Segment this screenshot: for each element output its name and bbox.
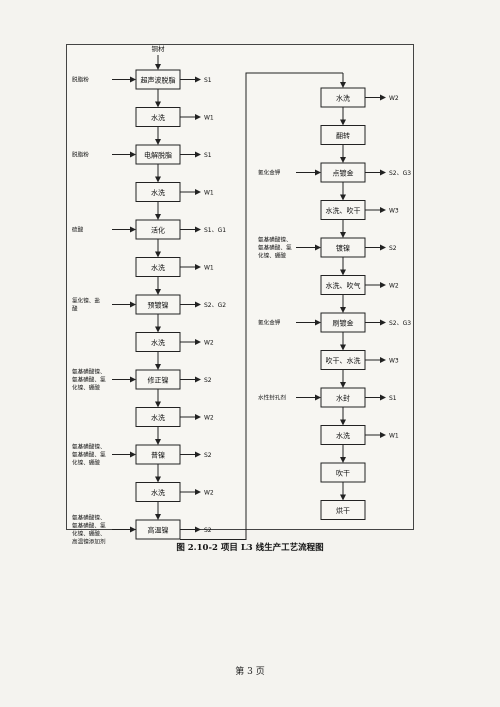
process-step-label: 吹干、水洗 [326,356,361,365]
input-material-label: 脱脂粉 [72,76,89,84]
input-material-label: 氨基磺酸镍、 [258,236,292,244]
process-step-label: 水洗 [336,431,350,440]
output-emission-label: W2 [204,340,214,347]
output-emission-label: W2 [204,415,214,422]
output-emission-label: W1 [204,115,214,122]
process-step-label: 点镀金 [333,169,354,178]
output-emission-label: S2 [204,452,212,459]
process-step-label: 水洗 [336,94,350,103]
input-material-label: 化镍、硼酸、 [72,530,106,538]
page-number: 第 3 页 [235,667,265,677]
input-material-label: 化镍、硼酸 [258,252,286,260]
process-step-label: 镀镍 [336,244,350,253]
input-material-label: 氨基磺酸、氯 [258,244,292,252]
process-step-label: 普镍 [151,451,165,460]
output-emission-label: S1 [389,395,397,402]
input-material-label: 高温镍添加剂 [72,538,106,546]
process-step-label: 预镀镍 [148,301,169,310]
process-step-label: 水洗、吹气 [326,281,361,290]
column-connector-line [200,72,343,540]
process-step-label: 活化 [151,226,165,235]
output-emission-label: W1 [204,265,214,272]
process-step-label: 烘干 [336,506,350,515]
process-step-label: 水洗、吹干 [326,206,361,215]
output-emission-label: S2、G3 [389,170,411,177]
input-material-label: 氰化金钾 [258,169,281,177]
input-material-label: 氨基磺酸镍、 [72,443,106,451]
process-step-box [320,500,366,520]
output-emission-label: W2 [204,490,214,497]
process-step-label: 修正镍 [148,376,169,385]
output-emission-label: W3 [389,358,399,365]
input-material-label: 酸 [72,305,78,313]
process-step-label: 水封 [336,394,350,403]
input-material-label: 化镍、硼酸 [72,459,100,467]
process-step-label: 水洗 [151,488,165,497]
process-step-label: 水洗 [151,263,165,272]
output-emission-label: W3 [389,208,399,215]
process-step-label: 电解脱脂 [144,151,172,160]
process-step-label: 超声波脱脂 [141,76,176,85]
output-emission-label: S2、G3 [389,320,411,327]
process-step-label: 吹干 [336,469,350,478]
process-step-label: 高温镍 [148,526,169,535]
output-emission-label: S1 [204,77,212,84]
output-emission-label: S2 [204,377,212,384]
input-material-label: 氨基磺酸、氯 [72,376,106,384]
output-emission-label: W1 [389,433,399,440]
input-material-label: 氨基磺酸镍、 [72,368,106,376]
output-emission-label: S1、G1 [204,227,226,234]
process-step-label: 水洗 [151,113,165,122]
output-emission-label: W2 [389,283,399,290]
input-material-label: 脱脂粉 [72,151,89,159]
figure-caption: 图 2.10-2 项目 L3 线生产工艺流程图 [176,543,324,553]
input-material-label: 氨基磺酸、氯 [72,522,106,530]
input-material-label: 氰化金钾 [258,319,281,327]
process-step-label: 水洗 [151,413,165,422]
output-emission-label: S2、G2 [204,302,226,309]
output-emission-label: W2 [389,95,399,102]
output-emission-label: S1 [204,152,212,159]
start-material-label: 铜材 [152,44,166,53]
input-material-label: 水性封孔剂 [258,394,286,402]
input-material-label: 氨基磺酸镍、 [72,514,106,522]
input-material-label: 化镍、硼酸 [72,384,100,392]
input-material-label: 氨基磺酸、氯 [72,451,106,459]
output-emission-label: S2 [204,527,212,534]
process-step-label: 刷镀金 [333,319,354,328]
output-emission-label: W1 [204,190,214,197]
process-step-label: 水洗 [151,188,165,197]
output-emission-label: S2 [389,245,397,252]
input-material-label: 氯化镍、盐 [72,297,100,305]
input-material-label: 硫酸 [72,226,84,234]
process-step-label: 水洗 [151,338,165,347]
process-step-label: 翻转 [336,131,350,140]
